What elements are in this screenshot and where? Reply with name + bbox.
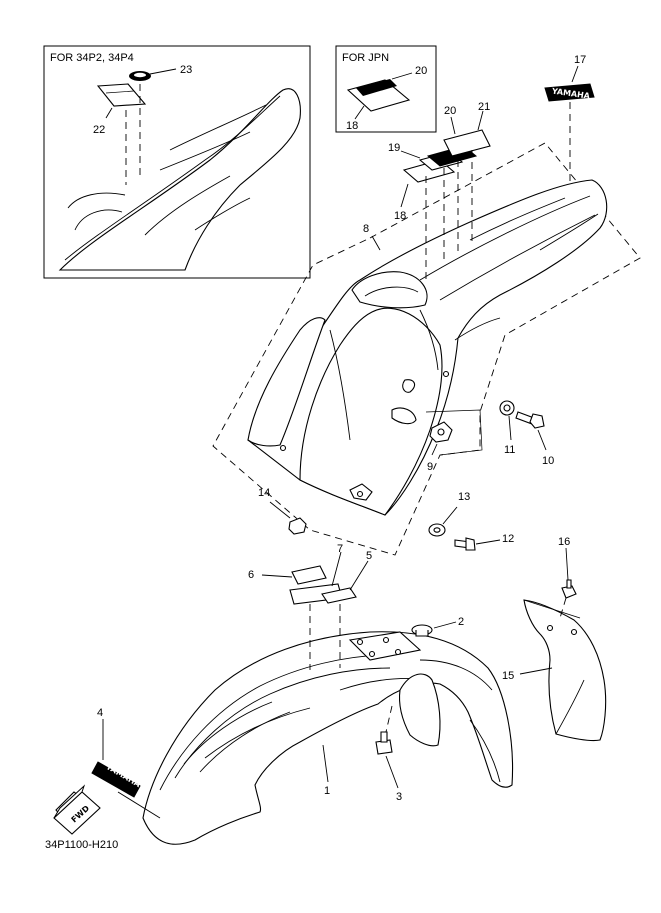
front-fender: YAMAHA [91,631,514,845]
nut-14 [269,501,307,535]
callout-12: 12 [502,533,514,545]
inset-rear-fender [58,88,301,271]
callout-9: 9 [427,461,433,473]
callout-16: 16 [558,536,570,548]
callout-22: 22 [93,124,105,136]
front-fender-body [142,631,514,845]
decal-4: YAMAHA [91,761,143,798]
bolt-12 [454,537,501,551]
decal-6 [261,565,327,585]
callout-4: 4 [97,707,103,719]
callout-14: 14 [258,487,270,499]
callout-3: 3 [396,791,402,803]
callout-15: 15 [502,670,514,682]
decal-17: YAMAHA [544,83,595,102]
callout-17: 17 [574,54,586,66]
callout-18: 18 [394,210,406,222]
decal-21 [443,129,491,157]
washer-13 [428,506,458,537]
mud-guard-15 [519,599,607,742]
decal-5 [321,560,369,604]
callout-5: 5 [366,550,372,562]
callout-2: 2 [458,616,464,628]
washer-11 [499,400,515,441]
callout-10: 10 [542,455,554,467]
inset-decal-22 [96,83,147,107]
collar-2 [411,621,457,637]
callout-20: 20 [444,105,456,117]
diagram-code: 34P1100-H210 [45,839,118,851]
callout-18-jpn: 18 [346,120,358,132]
callout-8: 8 [363,223,369,235]
screw-16 [559,547,577,619]
callout-7: 7 [337,543,343,555]
callout-23: 23 [180,64,192,76]
rear-fender-underside [299,307,443,516]
callout-19: 19 [388,142,400,154]
callout-6: 6 [248,569,254,581]
callout-1: 1 [324,785,330,797]
inset-label-region: FOR JPN [342,52,389,64]
callout-20-jpn: 20 [415,65,427,77]
rear-fender-assembly: YAMAHA [212,65,641,556]
front-fender-flap [398,673,441,747]
callout-13: 13 [458,491,470,503]
bolt-10 [515,411,547,451]
fwd-arrow-icon: FWD [53,784,101,835]
callout-11: 11 [504,444,515,456]
inset-box-region: FOR JPN 20 18 [335,45,437,133]
callout-21: 21 [478,101,490,113]
inset-box-models: FOR 34P2, 34P4 23 22 [43,45,311,279]
bolt-3 [375,705,399,789]
inset-label-models: FOR 34P2, 34P4 [50,52,134,64]
